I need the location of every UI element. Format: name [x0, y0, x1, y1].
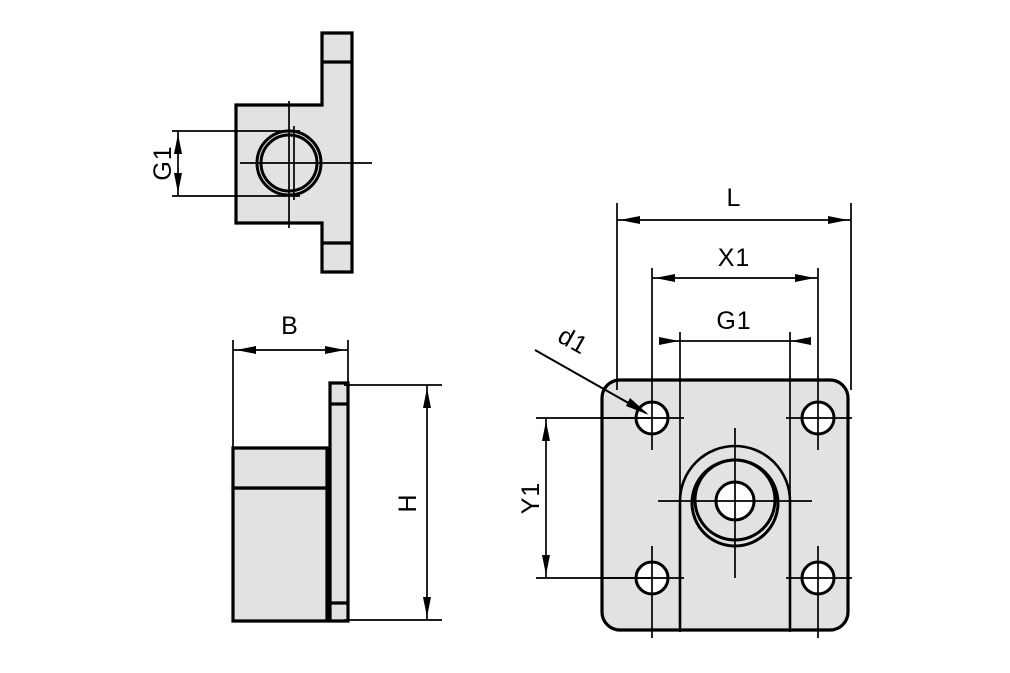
l-arrow-left [620, 216, 640, 224]
h-arrow-top [423, 388, 431, 408]
dimension-x1: X1 [652, 244, 818, 282]
side-body-upper [231, 446, 329, 490]
g1-right-arrow-right [791, 337, 811, 345]
dimension-y1: Y1 [517, 417, 650, 579]
dimension-d1: d1 [534, 322, 649, 415]
h-label: H [394, 493, 422, 512]
g1-left-label: G1 [149, 145, 177, 180]
b-label: B [281, 312, 299, 340]
x1-arrow-right [795, 274, 815, 282]
view-middle-left: B H [231, 312, 442, 623]
view-top-left: G1 [149, 31, 372, 274]
y1-arrow-bottom [542, 555, 550, 575]
y1-arrow-top [542, 421, 550, 441]
side-flange-plate [328, 381, 350, 623]
dimension-l: L [616, 184, 852, 390]
g1-right-label: G1 [716, 307, 751, 335]
y1-label: Y1 [517, 482, 545, 515]
view-right-plate: L X1 G1 Y1 [517, 184, 852, 638]
x1-arrow-left [655, 274, 675, 282]
h-arrow-bottom [423, 597, 431, 617]
x1-label: X1 [718, 244, 751, 272]
l-label: L [727, 184, 742, 212]
b-arrow-right [325, 346, 345, 354]
dimension-g1-right: G1 [659, 307, 811, 345]
dimension-b: B [232, 312, 349, 450]
d1-leader-arrow [626, 398, 649, 415]
b-arrow-left [236, 346, 256, 354]
g1-right-arrow-left [659, 337, 679, 345]
g1-left-arrow-bottom [174, 173, 182, 193]
dimension-h: H [344, 384, 442, 621]
d1-leader-line [534, 349, 647, 414]
g1-left-arrow-top [174, 134, 182, 154]
l-arrow-right [828, 216, 848, 224]
side-body-lower [231, 486, 329, 623]
d1-label: d1 [553, 322, 593, 361]
dimension-g1-left: G1 [149, 130, 300, 197]
